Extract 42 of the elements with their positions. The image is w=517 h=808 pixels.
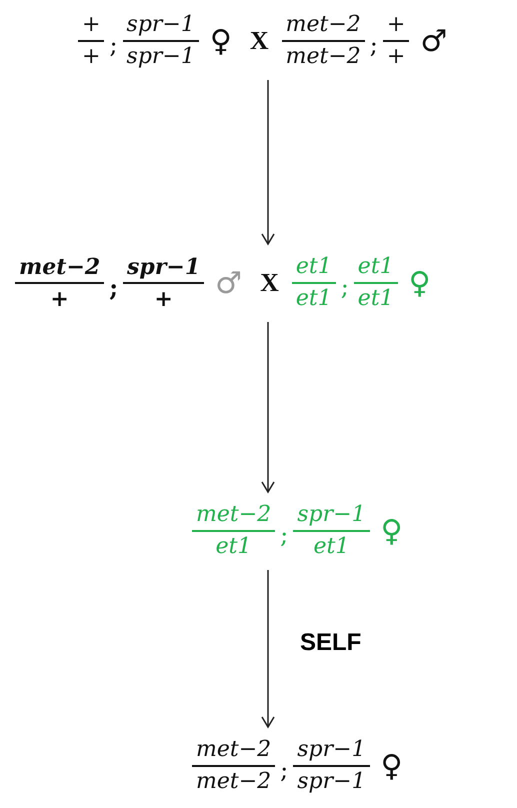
numerator-text: et1 [354,252,398,284]
numerator-text: spr−1 [122,10,199,42]
denominator-text: spr−1 [126,43,196,71]
separator-text: ; [370,31,378,59]
separator-text: ; [109,272,118,302]
denominator-text: et1 [294,285,333,313]
arrow [261,322,275,493]
cross-sign: X [260,268,279,298]
numerator-text: met−2 [15,252,104,284]
edge-label: SELF [300,628,362,656]
denominator-text: met−2 [284,43,362,71]
sex-symbol: ♀ [210,24,232,58]
sex-symbol: ♂ [420,24,448,58]
sex-symbol: ♀ [380,514,403,548]
numerator-text: spr−1 [293,500,370,532]
numerator-text: met−2 [282,10,365,42]
separator-text: ; [280,521,288,549]
sex-symbol: ♂ [215,266,242,300]
numerator-text: met−2 [192,500,276,532]
separator-text: ; [109,31,118,59]
denominator-text: spr−1 [296,768,367,796]
denominator-text: et1 [214,533,252,561]
sex-symbol: ♀ [408,266,431,300]
cross-sign: X [250,26,269,56]
numerator-text: met−2 [192,735,276,767]
numerator-text: spr−1 [293,735,370,767]
denominator-text: + [81,43,102,71]
sex-symbol: ♀ [380,748,403,784]
separator-text: ; [340,273,349,301]
denominator-text: + [153,285,174,314]
denominator-text: et1 [356,285,395,313]
arrow [261,80,275,245]
numerator-text: et1 [292,252,336,284]
numerator-text: spr−1 [123,252,204,284]
separator-text: ; [280,756,288,784]
numerator-text: + [78,10,104,42]
numerator-text: + [382,10,410,42]
denominator-text: met−2 [195,768,272,796]
denominator-text: + [49,285,70,314]
denominator-text: et1 [312,533,350,561]
denominator-text: + [386,43,406,71]
arrow [261,570,275,728]
